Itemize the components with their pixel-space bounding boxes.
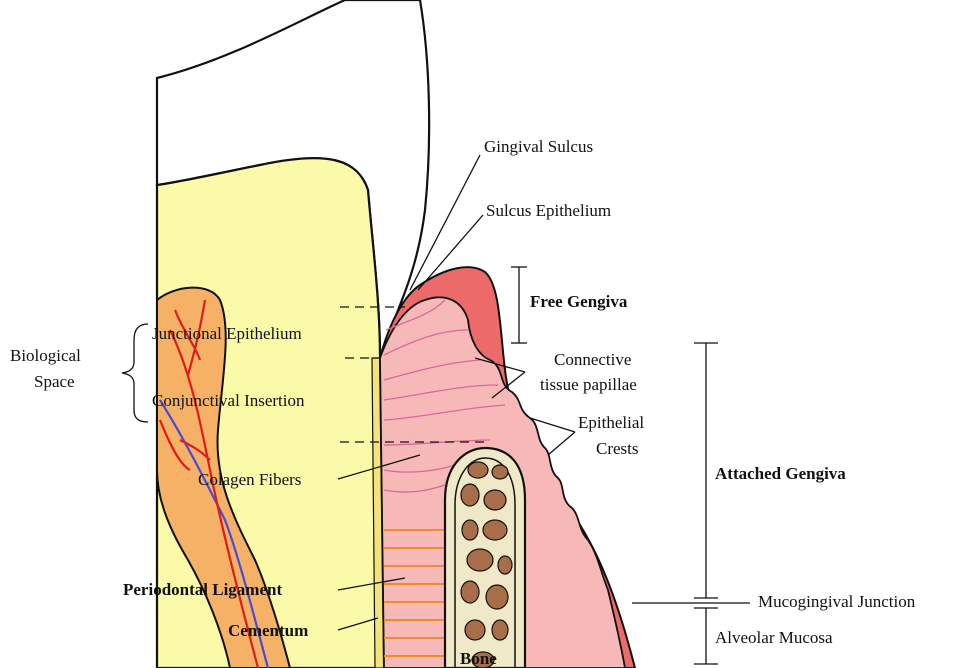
label-sulcus-epithelium: Sulcus Epithelium — [486, 201, 611, 220]
label-connective-2: tissue papillae — [540, 375, 637, 394]
label-bone: Bone — [460, 649, 497, 668]
label-gingival-sulcus: Gingival Sulcus — [484, 137, 593, 156]
label-mucogingival-junction: Mucogingival Junction — [758, 592, 916, 611]
label-junctional-epithelium: Junctional Epithelium — [152, 324, 302, 343]
label-conjunctival-insertion: Conjunctival Insertion — [152, 391, 305, 410]
free-gengiva-bracket — [511, 267, 527, 343]
biological-space-brace — [122, 324, 148, 422]
label-attached-gengiva: Attached Gengiva — [715, 464, 846, 483]
label-cementum: Cementum — [228, 621, 308, 640]
label-connective-1: Connective — [554, 350, 631, 369]
label-epithelial-2: Crests — [596, 439, 639, 458]
label-epithelial-1: Epithelial — [578, 413, 644, 432]
label-alveolar-mucosa: Alveolar Mucosa — [715, 628, 833, 647]
label-biological-1: Biological — [10, 346, 81, 365]
label-periodontal-ligament: Periodontal Ligament — [123, 580, 282, 599]
label-biological-2: Space — [34, 372, 75, 391]
label-free-gengiva: Free Gengiva — [530, 292, 628, 311]
label-colagen-fibers: Colagen Fibers — [198, 470, 301, 489]
